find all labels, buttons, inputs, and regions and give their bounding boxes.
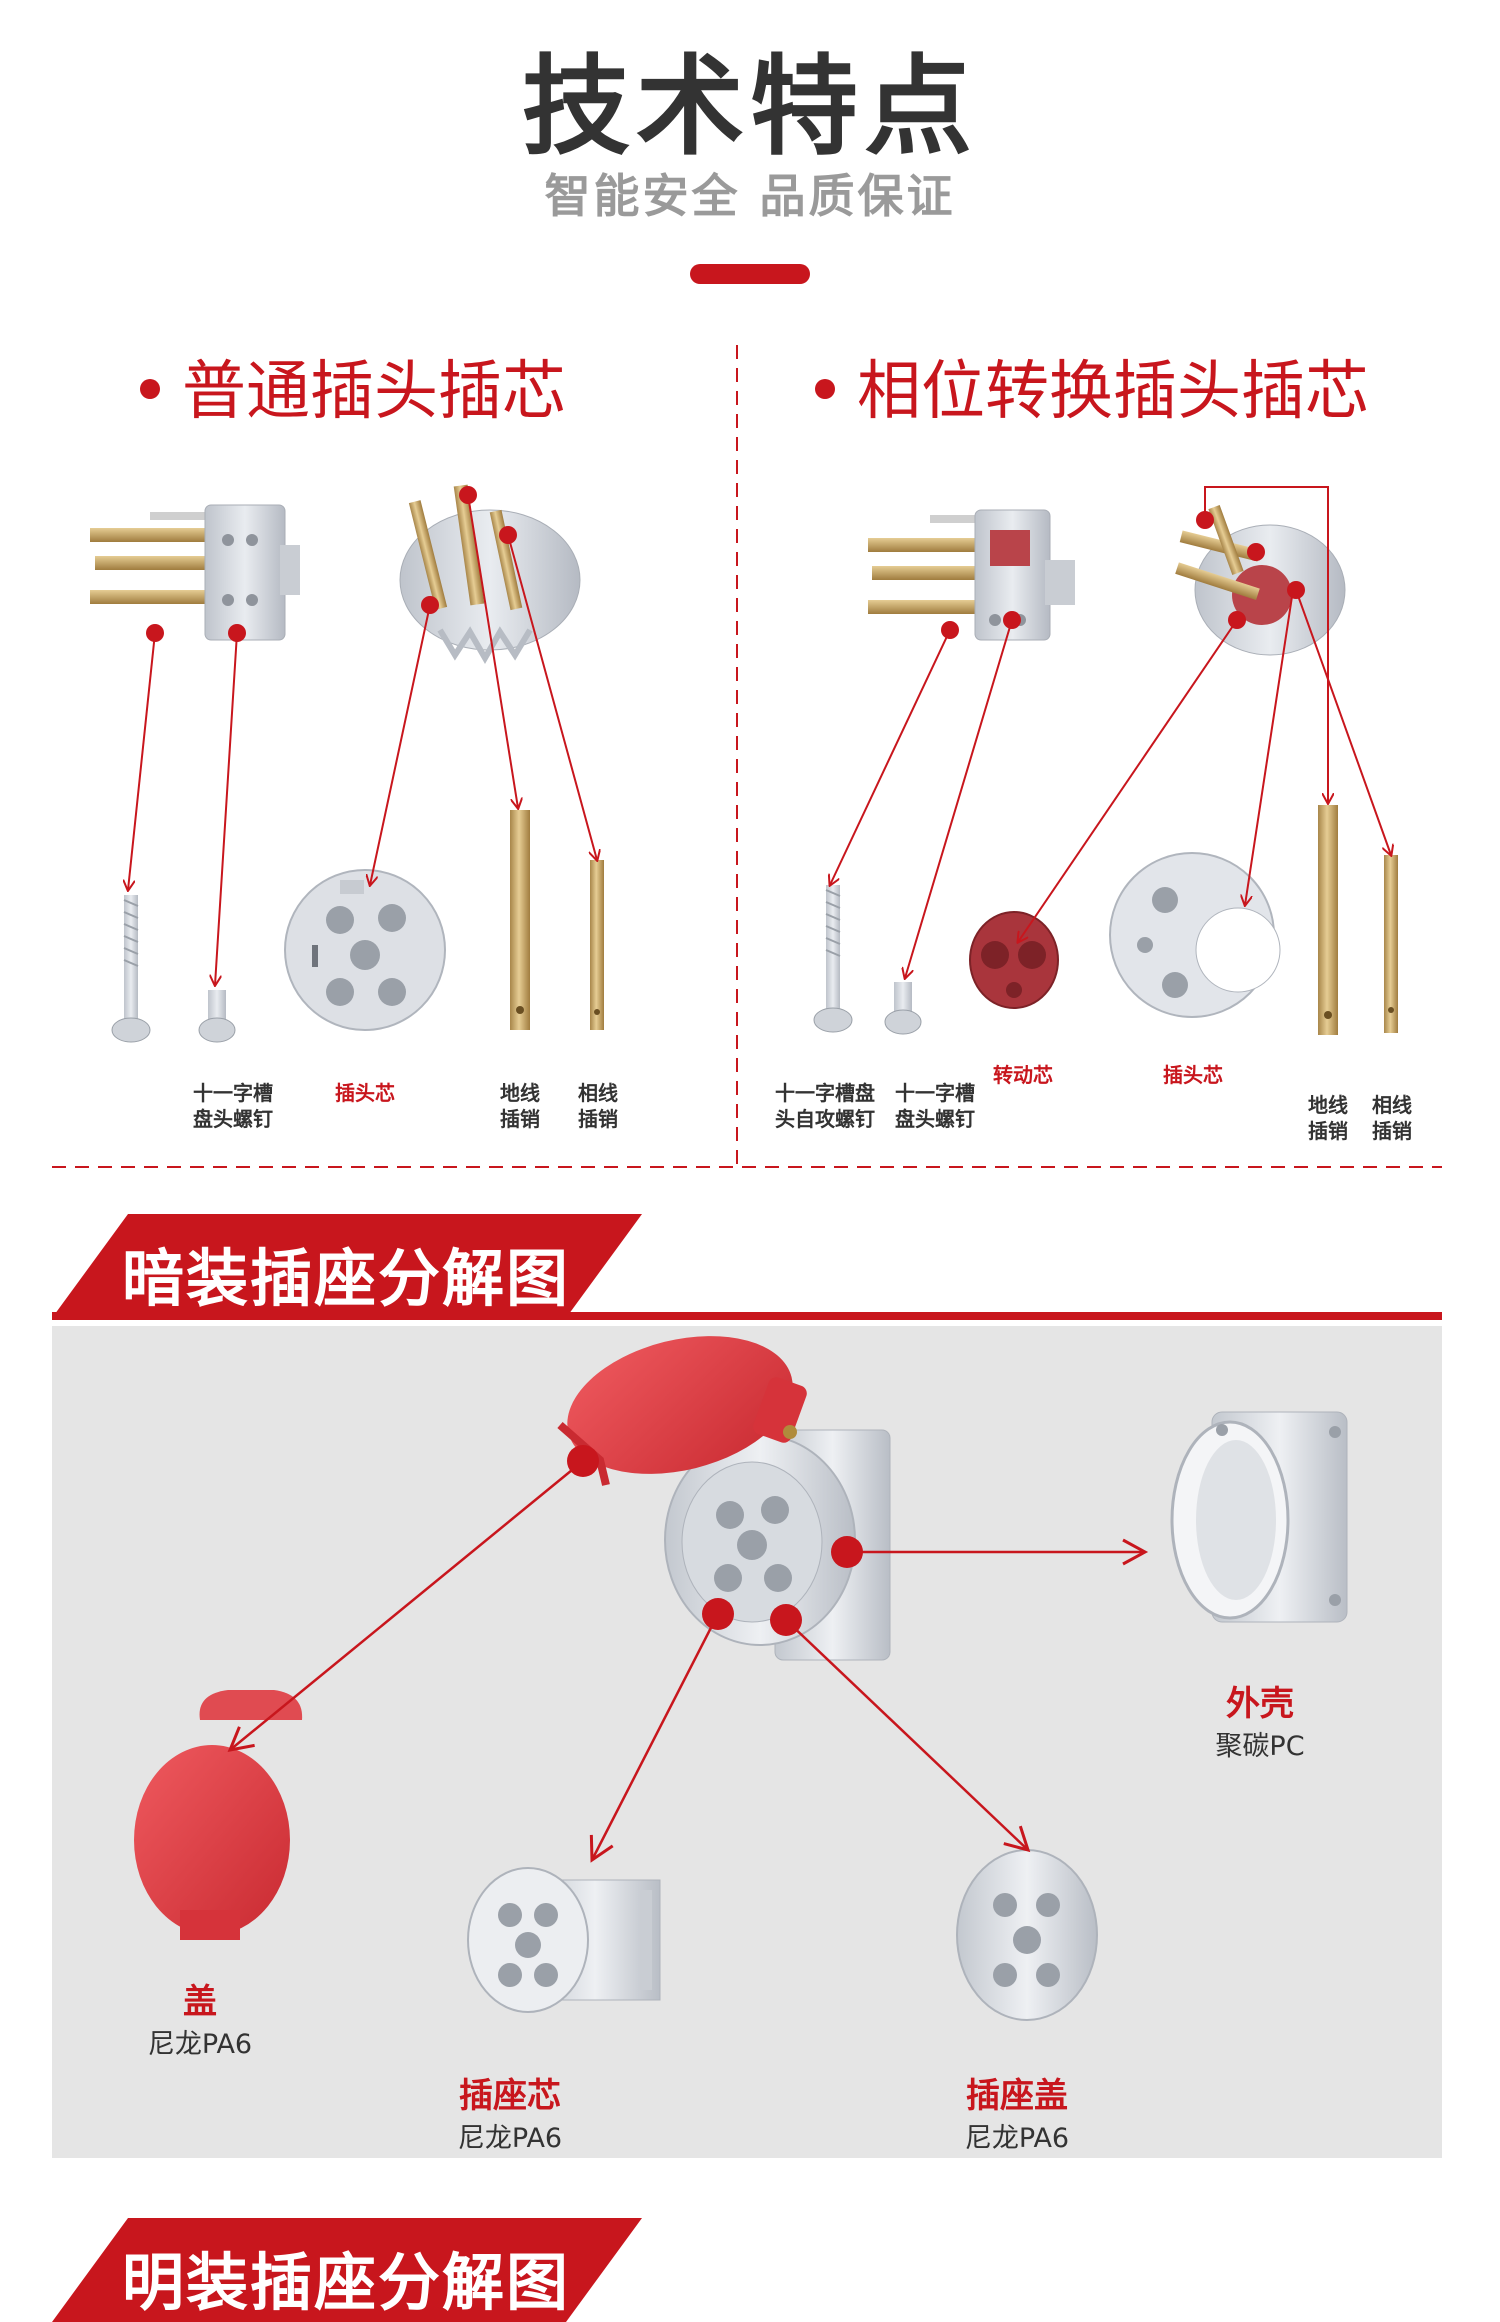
heading-standard-plug-core: 普通插头插芯: [140, 340, 566, 432]
earth-pin-left: [510, 810, 530, 1030]
socket-exploded-illustration: [134, 1336, 1348, 2021]
banner-tab-concealed: [52, 1214, 642, 1318]
caption-cover-material: 尼龙PA6: [147, 2029, 253, 2060]
page-subtitle: 智能安全 品质保证: [544, 169, 956, 223]
assembled-plug-angled-left: [399, 484, 581, 665]
earth-pin-right: [1318, 805, 1338, 1035]
shell-part: [1170, 1411, 1348, 1623]
label-screw-left: 十一字槽 盘头螺钉: [193, 1081, 273, 1131]
plug-core-disc-right: [1109, 852, 1281, 1018]
caption-cover-name: 盖: [183, 1982, 217, 2022]
page-title: 技术特点: [521, 45, 978, 170]
caption-socket-cover-material: 尼龙PA6: [964, 2123, 1070, 2154]
label-self-tapping-screw-right: 十一字槽盘 头自攻螺钉: [775, 1081, 875, 1131]
bullet-dot-icon: [815, 379, 835, 400]
heading-text: 普通插头插芯: [182, 355, 566, 429]
heading-phase-plug-core: 相位转换插头插芯: [815, 340, 1369, 432]
label-core-left: 插头芯: [335, 1081, 395, 1105]
plug-core-disc-left: [284, 869, 446, 1031]
caption-socket-cover-name: 插座盖: [966, 2076, 1068, 2116]
heading-text: 相位转换插头插芯: [857, 355, 1369, 429]
self-tapping-screw-left: [111, 895, 151, 1043]
self-tapping-screw-right: [813, 885, 853, 1033]
pan-head-screw-left: [198, 990, 236, 1043]
label-earth-pin-left: 地线 插销: [500, 1081, 540, 1131]
banner-tab-surface: [52, 2218, 642, 2322]
pan-head-screw-right: [884, 982, 922, 1035]
rotating-core: [969, 911, 1060, 1009]
label-rotating-core: 转动芯: [993, 1063, 1053, 1087]
label-screw-right: 十一字槽 盘头螺钉: [895, 1081, 975, 1131]
socket-cover-part: [956, 1849, 1098, 2021]
assembled-socket: [557, 1336, 891, 1661]
label-phase-pin-right: 相线 插销: [1372, 1093, 1412, 1143]
caption-shell-name: 外壳: [1226, 1684, 1294, 1724]
label-phase-pin-left: 相线 插销: [578, 1081, 618, 1131]
banner-title-surface: 明装插座分解图: [122, 2246, 571, 2319]
label-core-right: 插头芯: [1163, 1063, 1223, 1087]
bullet-dot-icon: [140, 379, 160, 400]
assembled-plug-side-left: [90, 504, 300, 641]
plug-cores-illustration: [52, 345, 1442, 1168]
banner-strip-concealed: [52, 1312, 1442, 1320]
accent-bar: [690, 264, 810, 284]
caption-shell-material: 聚碳PC: [1215, 1731, 1305, 1762]
caption-core-name: 插座芯: [459, 2076, 561, 2116]
caption-core-material: 尼龙PA6: [457, 2123, 563, 2154]
phase-pin-right: [1384, 855, 1398, 1033]
socket-core-part: [467, 1867, 661, 2013]
label-earth-pin-right: 地线 插销: [1308, 1093, 1348, 1143]
banner-title-concealed: 暗装插座分解图: [122, 1242, 571, 1315]
assembled-plug-side-right: [868, 509, 1075, 641]
cover-part: [134, 1690, 303, 1940]
phase-pin-left: [590, 860, 604, 1030]
